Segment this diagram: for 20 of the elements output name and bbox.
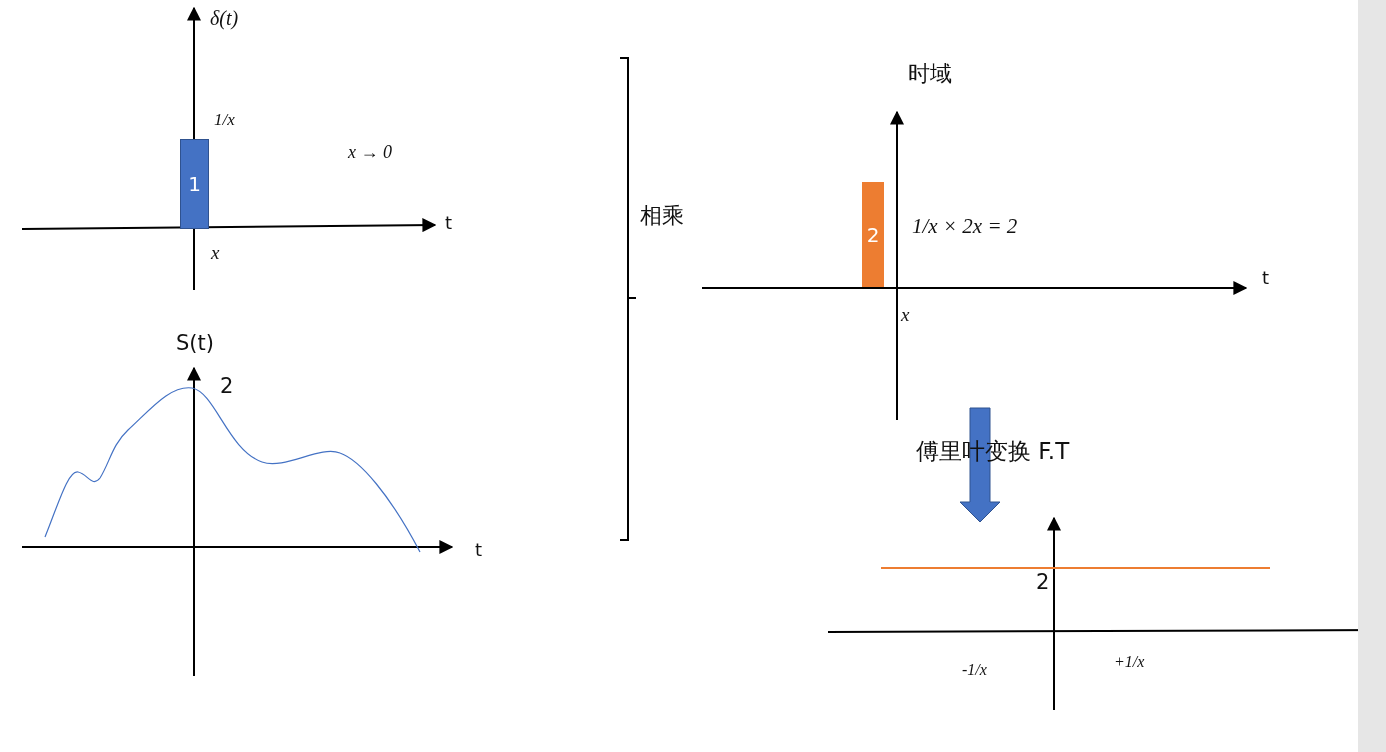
text-label: 时域 — [908, 61, 952, 88]
text-label: 相乘 — [640, 203, 684, 230]
text-label: t — [475, 539, 483, 561]
text-label: 2 — [220, 374, 234, 400]
math-label: -1/x — [962, 660, 987, 680]
math-label: +1/x — [1114, 652, 1145, 672]
math-label: 1/x × 2x = 2 — [912, 214, 1018, 240]
text-label: 2 — [1036, 570, 1050, 596]
math-label: x — [901, 304, 910, 327]
bar-value: 1 — [188, 172, 201, 196]
math-label: x → 0 — [348, 142, 392, 164]
pulse-bar — [180, 139, 209, 229]
text-label: S(t) — [176, 331, 214, 357]
math-label: δ(t) — [210, 6, 239, 30]
text-label: t — [1262, 267, 1270, 289]
math-label: x — [211, 242, 220, 265]
pulse-bar — [862, 182, 884, 287]
text-label: t — [445, 212, 453, 234]
bar-value: 2 — [866, 222, 880, 247]
math-label: 1/x — [214, 110, 235, 131]
